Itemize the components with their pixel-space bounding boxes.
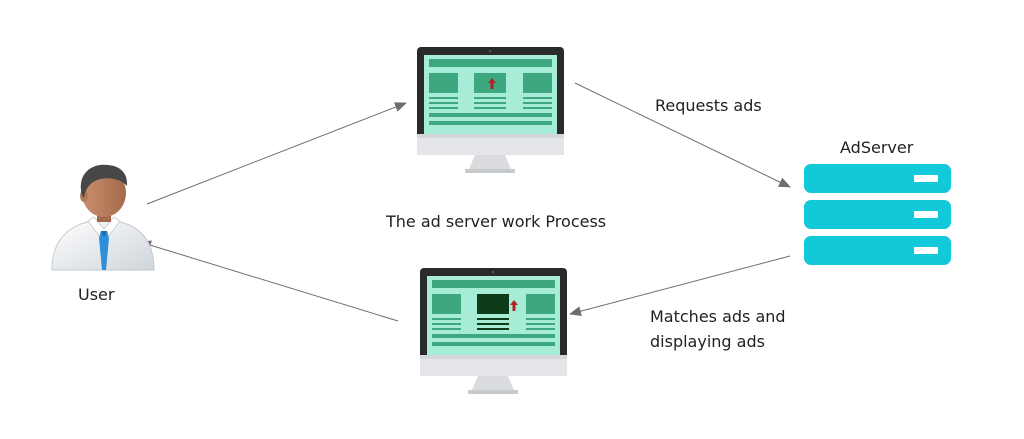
- server-unit: [804, 164, 951, 193]
- arrow-server-to-page: [569, 255, 791, 317]
- server-unit: [804, 236, 951, 265]
- matches-ads-label-line1: Matches ads and: [650, 307, 786, 326]
- webpage-monitor-icon-top: [417, 47, 564, 173]
- server-stack-icon: [804, 164, 951, 265]
- cursor-arrow-icon: [488, 78, 496, 89]
- matches-ads-label-line2: displaying ads: [650, 332, 765, 351]
- adserver-label: AdServer: [840, 138, 914, 157]
- matches-ads-label: Matches ads and displaying ads: [650, 304, 786, 354]
- businessman-icon: [51, 164, 155, 271]
- webpage-with-ad-monitor-icon-bottom: [420, 268, 567, 394]
- arrow-page-to-user: [139, 240, 399, 322]
- user-label: User: [78, 285, 115, 304]
- matched-ad-block: [477, 294, 509, 314]
- arrow-user-to-page: [146, 102, 407, 205]
- diagram-title: The ad server work Process: [386, 212, 607, 231]
- requests-ads-label: Requests ads: [655, 96, 762, 115]
- cursor-arrow-icon: [510, 300, 518, 311]
- arrow-page-to-server: [574, 82, 791, 188]
- server-unit: [804, 200, 951, 229]
